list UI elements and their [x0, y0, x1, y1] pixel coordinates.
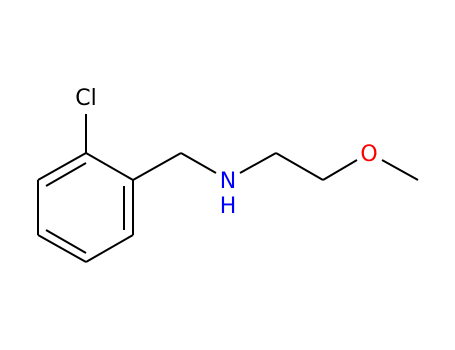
ring-bond-top-right: [85, 152, 134, 181]
bond-ch2-to-oxygen: [322, 159, 358, 181]
bond-nitrogen-to-ch2: [239, 152, 277, 174]
ring-bond-bottom-right: [85, 234, 134, 263]
bond-ethyl-chain: [275, 152, 324, 181]
benzene-ring: [37, 152, 134, 263]
bond-ch2-to-nitrogen: [180, 152, 217, 174]
ring-bond-top-left: [37, 152, 87, 181]
oxygen-label: O: [360, 142, 377, 167]
nitrogen-hydrogen-label: H: [220, 194, 237, 219]
chlorine-label: Cl: [75, 86, 96, 111]
ring-bond-bottom-left: [37, 234, 87, 263]
nitrogen-label: N: [220, 169, 236, 194]
bond-oxygen-to-methyl: [381, 159, 419, 181]
ring-double-bond-bottom: [45, 229, 87, 254]
bond-ring-to-ch2: [132, 152, 182, 181]
ring-double-bond-top: [45, 162, 87, 187]
